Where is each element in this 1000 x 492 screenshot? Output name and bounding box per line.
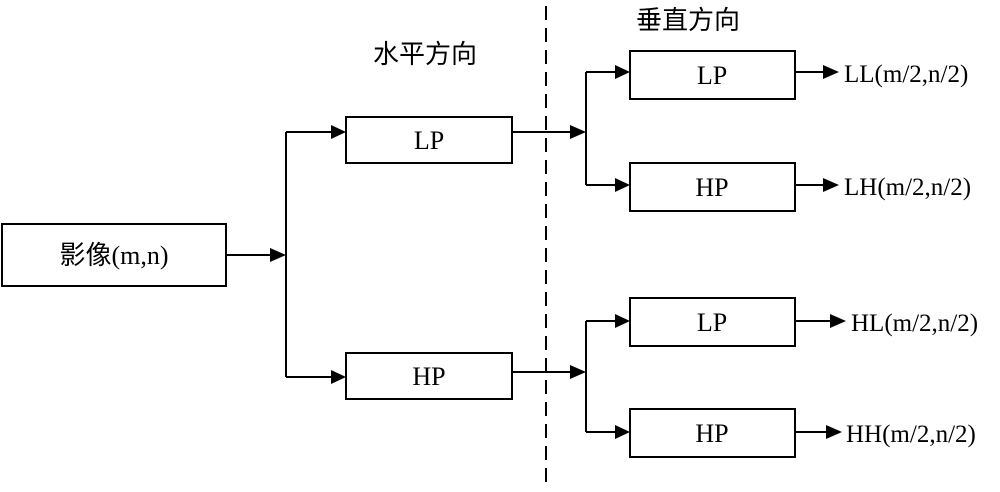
arrowhead-hh: [826, 425, 842, 439]
arrowhead-to-vertical-lp-upper: [615, 65, 630, 79]
vertical-hp-lower-label: HP: [695, 419, 728, 448]
arrowhead-to-vertical-lp-lower: [615, 314, 630, 328]
arrowhead-to-horizontal-hp: [331, 370, 346, 384]
input-image-node: 影像(m,n): [1, 223, 227, 287]
horizontal-lp-node: LP: [345, 116, 513, 164]
horizontal-hp-box: [345, 352, 513, 400]
output-hh-label: HH(m/2,n/2): [846, 421, 976, 448]
arrowhead-lp-to-vertical: [570, 125, 586, 139]
output-lh-label: LH(m/2,n/2): [844, 174, 971, 201]
input-image-box: [1, 223, 227, 287]
output-ll-label: LL(m/2,n/2): [844, 61, 968, 88]
vertical-lp-upper-node: LP: [629, 50, 796, 100]
vertical-lp-lower-label: LP: [697, 308, 727, 337]
arrowhead-ll: [823, 65, 839, 79]
vertical-hp-upper-node: HP: [629, 162, 796, 212]
vertical-lp-upper-label: LP: [697, 61, 727, 90]
arrowhead-lh: [823, 178, 839, 192]
vertical-hp-lower-node: HP: [629, 408, 796, 458]
output-hl-label: HL(m/2,n/2): [851, 310, 978, 337]
horizontal-direction-header: 水平方向: [373, 40, 477, 69]
vertical-lp-lower-node: LP: [629, 297, 796, 347]
arrowhead-to-vertical-hp-lower: [615, 425, 630, 439]
vertical-direction-header: 垂直方向: [636, 6, 740, 35]
vertical-hp-lower-box: [629, 408, 796, 458]
arrowhead-input: [270, 248, 286, 262]
vertical-lp-upper-box: [629, 50, 796, 100]
horizontal-lp-box: [345, 116, 513, 164]
horizontal-hp-node: HP: [345, 352, 513, 400]
vertical-hp-upper-box: [629, 162, 796, 212]
vertical-lp-lower-box: [629, 297, 796, 347]
horizontal-hp-label: HP: [412, 362, 445, 391]
arrowhead-hp-to-vertical: [570, 365, 586, 379]
arrowhead-to-horizontal-lp: [331, 125, 346, 139]
horizontal-lp-label: LP: [414, 126, 444, 155]
vertical-hp-upper-label: HP: [695, 173, 728, 202]
arrowhead-to-vertical-hp-upper: [615, 178, 630, 192]
arrowhead-hl: [830, 314, 846, 328]
input-image-label: 影像(m,n): [59, 241, 168, 270]
